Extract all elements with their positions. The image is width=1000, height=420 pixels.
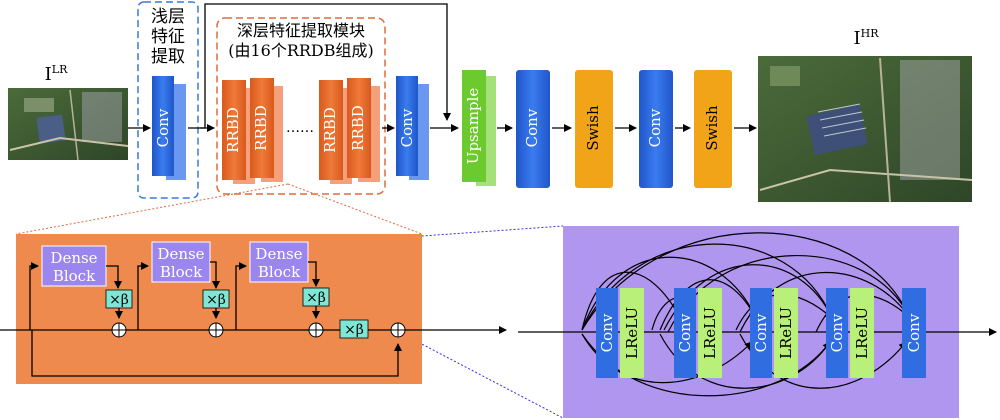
- output-label: IHR: [854, 27, 880, 49]
- svg-text:Conv: Conv: [154, 108, 172, 147]
- dense-conv-3: Conv: [750, 288, 772, 378]
- svg-text:Dense: Dense: [255, 245, 302, 263]
- svg-text:×β: ×β: [109, 292, 129, 308]
- shallow-title-3: 提取: [151, 47, 185, 67]
- dense-conv-5: Conv: [902, 288, 926, 378]
- dense-lrelu-4: LReLU: [850, 288, 874, 378]
- svg-text:Conv: Conv: [523, 108, 541, 147]
- svg-text:LReLU: LReLU: [853, 307, 871, 359]
- svg-text:Upsample: Upsample: [464, 88, 482, 165]
- svg-text:LReLU: LReLU: [623, 307, 641, 359]
- swish-block-2: Swish: [694, 70, 732, 188]
- svg-text:RRBD: RRBD: [224, 107, 242, 153]
- dense-lrelu-2: LReLU: [698, 288, 722, 378]
- svg-text:LReLU: LReLU: [777, 307, 795, 359]
- deep-extraction-box: [216, 17, 386, 195]
- svg-text:Conv: Conv: [828, 313, 846, 352]
- swish-block-1: Swish: [575, 70, 613, 188]
- rrdb-block-3: RRBD: [319, 80, 352, 184]
- svg-text:RRBD: RRBD: [321, 107, 339, 153]
- dense-conv-1: Conv: [596, 288, 618, 378]
- svg-text:Conv: Conv: [398, 108, 416, 147]
- svg-text:RRBD: RRBD: [252, 105, 270, 151]
- svg-text:Block: Block: [258, 263, 301, 281]
- beta-scale-2: ×β: [202, 289, 230, 309]
- svg-text:Conv: Conv: [676, 313, 694, 352]
- dense-conv-2: Conv: [674, 288, 696, 378]
- add-node-3: [308, 322, 324, 338]
- svg-text:×β: ×β: [344, 322, 364, 338]
- deep-title-1: 深层特征提取模块: [237, 21, 365, 40]
- svg-text:Conv: Conv: [752, 313, 770, 352]
- svg-text:Block: Block: [53, 267, 96, 285]
- svg-text:Conv: Conv: [598, 313, 616, 352]
- rrdb-block-4: RRBD: [347, 78, 380, 182]
- rrdb-block-2: RRBD: [250, 78, 283, 182]
- dense-lrelu-3: LReLU: [774, 288, 798, 378]
- rrdb-ellipsis: ……: [286, 120, 314, 136]
- input-image: [8, 88, 129, 161]
- svg-text:×β: ×β: [206, 292, 226, 308]
- deep-title-2: (由16个RRDB组成): [228, 41, 374, 60]
- dense-block-1: Dense Block: [41, 245, 107, 287]
- svg-text:Dense: Dense: [157, 245, 204, 263]
- svg-text:Swish: Swish: [584, 105, 602, 151]
- svg-text:LReLU: LReLU: [701, 307, 719, 359]
- shallow-conv-block: Conv: [152, 76, 186, 180]
- shallow-title-1: 浅层: [151, 7, 185, 27]
- rrdb-block-1: RRBD: [222, 80, 255, 184]
- shallow-title-2: 特征: [151, 27, 185, 47]
- beta-scale-outer: ×β: [339, 319, 369, 339]
- output-image: [758, 56, 973, 203]
- dense-block-3: Dense Block: [249, 241, 309, 283]
- deep-conv-block: Conv: [396, 76, 429, 180]
- add-node-1: [111, 322, 127, 338]
- svg-text:Conv: Conv: [646, 108, 664, 147]
- upsample-block: Upsample: [462, 70, 496, 186]
- beta-scale-1: ×β: [105, 289, 133, 309]
- svg-text:×β: ×β: [306, 290, 326, 306]
- upsample-conv-block: Conv: [516, 70, 550, 188]
- svg-text:Conv: Conv: [905, 313, 923, 352]
- svg-text:Dense: Dense: [50, 249, 97, 267]
- final-conv-block: Conv: [639, 70, 673, 188]
- beta-scale-3: ×β: [302, 287, 330, 307]
- svg-text:Block: Block: [160, 263, 203, 281]
- dense-lrelu-1: LReLU: [620, 288, 644, 378]
- svg-text:Swish: Swish: [703, 105, 721, 151]
- add-node-2: [208, 322, 224, 338]
- dense-block-2: Dense Block: [151, 241, 211, 283]
- dense-conv-4: Conv: [826, 288, 848, 378]
- add-node-outer: [390, 322, 406, 338]
- svg-text:RRBD: RRBD: [349, 105, 367, 151]
- shallow-extraction-box: [137, 1, 199, 199]
- input-label: ILR: [45, 63, 68, 85]
